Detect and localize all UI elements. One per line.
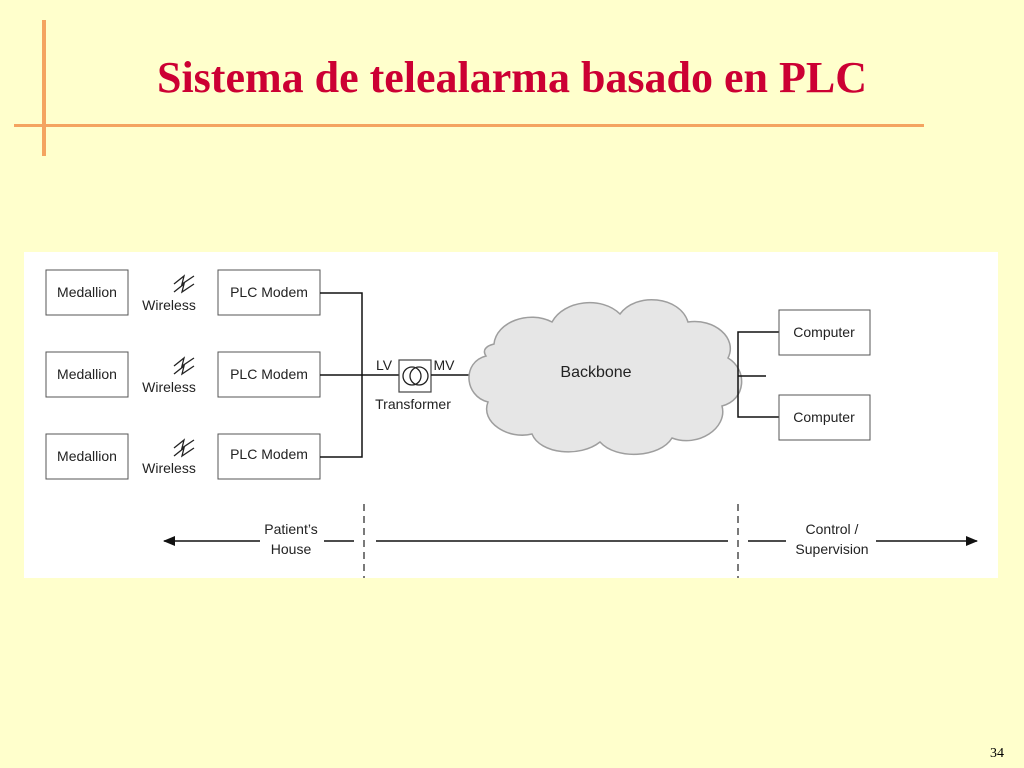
computer-1: Computer xyxy=(778,309,871,356)
row-2: Medallion Wireless PLC Modem xyxy=(45,351,321,398)
accent-horizontal-rule xyxy=(14,124,924,127)
transformer-coil-icon xyxy=(409,366,429,386)
transformer-coil-icon xyxy=(402,366,422,386)
plc-modem-box xyxy=(217,269,321,316)
medallion-label: Medallion xyxy=(57,366,117,382)
medallion-box xyxy=(45,433,129,480)
mv-label: MV xyxy=(434,357,456,373)
wireless-label: Wireless xyxy=(142,379,196,395)
computer-box xyxy=(778,309,871,356)
medallion-label: Medallion xyxy=(57,284,117,300)
plc-telealarm-diagram: Medallion Wireless PLC Modem Medallion W… xyxy=(45,269,978,578)
backbone-cloud: Backbone xyxy=(468,299,743,455)
slide-number: 34 xyxy=(990,746,1004,761)
wireless-icon xyxy=(173,438,195,458)
lv-label: LV xyxy=(376,357,393,373)
diagram-panel: Medallion Wireless PLC Modem Medallion W… xyxy=(24,252,998,578)
lv-bus-lines xyxy=(320,292,402,458)
supervision-label-line-1: Control / xyxy=(806,521,859,537)
patient-house-label-line-1: Patient’s xyxy=(264,521,317,537)
wireless-label: Wireless xyxy=(142,460,196,476)
patient-house-label-line-2: House xyxy=(271,541,312,557)
computer-links xyxy=(737,331,779,418)
accent-vertical-rule xyxy=(42,20,46,156)
computer-label: Computer xyxy=(793,324,855,340)
slide-title: Sistema de telealarma basado en PLC xyxy=(156,53,868,102)
cloud-shape xyxy=(468,299,743,455)
wireless-icon xyxy=(173,274,195,294)
transformer-label: Transformer xyxy=(375,396,451,412)
plc-modem-box xyxy=(217,433,321,480)
plc-modem-label: PLC Modem xyxy=(230,446,308,462)
transformer: LV MV Transformer xyxy=(375,357,455,412)
wireless-label: Wireless xyxy=(142,297,196,313)
plc-modem-label: PLC Modem xyxy=(230,284,308,300)
plc-modem-label: PLC Modem xyxy=(230,366,308,382)
computer-label: Computer xyxy=(793,409,855,425)
plc-modem-box xyxy=(217,351,321,398)
computer-box xyxy=(778,394,871,441)
transformer-box xyxy=(398,359,432,393)
computer-2: Computer xyxy=(778,394,871,441)
medallion-box xyxy=(45,269,129,316)
supervision-label-line-2: Supervision xyxy=(795,541,868,557)
wireless-icon xyxy=(173,356,195,376)
row-3: Medallion Wireless PLC Modem xyxy=(45,433,321,480)
medallion-label: Medallion xyxy=(57,448,117,464)
row-1: Medallion Wireless PLC Modem xyxy=(45,269,321,316)
backbone-label: Backbone xyxy=(560,364,631,381)
medallion-box xyxy=(45,351,129,398)
